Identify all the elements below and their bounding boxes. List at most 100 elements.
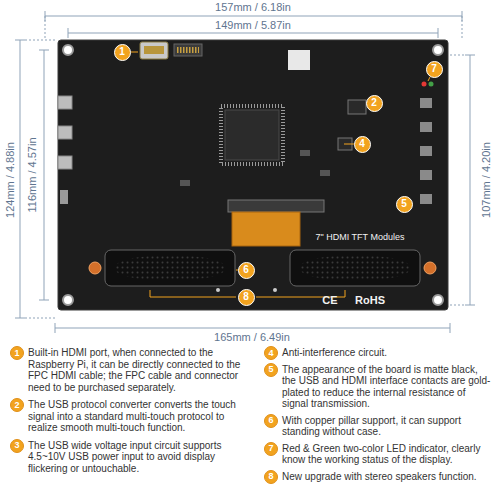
button	[420, 98, 432, 108]
pcb-board	[58, 40, 448, 310]
dimension-tick	[39, 50, 49, 51]
dimension-tick	[465, 55, 475, 56]
callout-number: 1	[10, 346, 24, 360]
callout-number: 6	[264, 414, 278, 428]
mounting-hole	[433, 45, 443, 55]
feature-description: Built-in HDMI port, when connected to th…	[28, 347, 248, 393]
dimension-tick	[68, 28, 69, 38]
callout-number-text: 5	[268, 365, 273, 374]
callout-number-text: 6	[268, 416, 273, 425]
callout-number-text: 2	[371, 98, 377, 108]
callout-number-text: 1	[119, 47, 125, 57]
button	[420, 194, 432, 204]
callout-number-text: 5	[401, 199, 407, 209]
hdmi-port	[140, 42, 168, 59]
smd-part	[300, 150, 310, 156]
fpc-contacts	[177, 47, 199, 53]
board-silkscreen: 7" HDMI TFT Modules	[316, 232, 405, 242]
callout-number-text: 2	[14, 401, 19, 410]
callout-number-text: 7	[431, 64, 437, 74]
feature-description: Anti-interference circuit.	[282, 347, 492, 359]
callout-number: 8	[238, 289, 255, 306]
speaker	[105, 250, 235, 286]
dimension-label: 157mm / 6.18in	[213, 1, 293, 13]
callout-number-text: 6	[243, 265, 249, 275]
feature-description: New upgrade with stereo speakers functio…	[282, 471, 492, 483]
callout-number: 3	[10, 439, 24, 453]
button	[420, 170, 432, 180]
sticker	[288, 50, 310, 70]
copper-pillar	[424, 262, 436, 274]
dimension-label: 124mm / 4.88in	[4, 140, 16, 220]
dimension-tick	[55, 323, 56, 333]
callout-number: 4	[264, 346, 278, 360]
chip-pins	[221, 106, 283, 164]
dimension-tick	[15, 40, 25, 41]
dimension-tick	[39, 300, 49, 301]
feature-description: The appearance of the board is matte bla…	[282, 364, 492, 410]
callout-number: 7	[426, 61, 443, 78]
rohs-mark: RoHS	[355, 294, 385, 306]
callout-number: 5	[396, 196, 413, 213]
feature-description: The USB wide voltage input circuit suppo…	[28, 440, 248, 475]
callout-number-text: 8	[243, 292, 249, 302]
callout-number: 5	[264, 363, 278, 377]
speaker-grille	[299, 255, 411, 281]
mounting-hole	[433, 295, 443, 305]
main-chip	[225, 110, 279, 160]
leader-line	[428, 77, 430, 81]
dimension-tick	[15, 318, 25, 319]
feature-description: Red & Green two-color LED indicator, cle…	[282, 443, 492, 466]
dimension-label: 165mm / 6.49in	[212, 331, 292, 343]
callout-number-text: 4	[359, 139, 365, 149]
callout-number: 7	[264, 442, 278, 456]
callout-number: 2	[10, 398, 24, 412]
mounting-hole	[63, 45, 73, 55]
smd-part	[320, 170, 330, 176]
speaker-wire	[216, 288, 220, 292]
extension-line	[450, 305, 465, 306]
mounting-hole	[63, 295, 73, 305]
mounting-holes	[63, 45, 443, 305]
dimension-label: 149mm / 5.87in	[213, 19, 293, 31]
fpc-connector	[174, 44, 202, 56]
copper-pillar	[89, 262, 101, 274]
feature-description: The USB protocol converter converts the …	[28, 399, 248, 434]
leader-line	[344, 144, 354, 145]
callout-number-text: 1	[14, 349, 19, 358]
callout-number-text: 8	[268, 472, 273, 481]
ce-mark: CE	[322, 294, 337, 306]
feature-description: With copper pillar support, it can suppo…	[282, 415, 492, 438]
speaker-wire	[273, 288, 277, 292]
button	[420, 122, 432, 132]
dimension-label: 116mm / 4.57in	[26, 135, 38, 214]
callout-number: 6	[238, 262, 255, 279]
extension-line	[450, 55, 465, 56]
micro-usb-port	[58, 156, 72, 169]
extension-line	[45, 16, 46, 38]
dimension-line	[20, 40, 21, 318]
callout-number: 2	[366, 95, 383, 112]
extension-line	[462, 16, 463, 38]
speaker-grille	[114, 255, 226, 281]
extension-line	[25, 40, 56, 41]
dimension-tick	[465, 305, 475, 306]
green-led	[429, 82, 434, 87]
fpc-cable	[232, 212, 300, 246]
lcd-connector	[228, 200, 324, 212]
dimension-tick	[438, 28, 439, 38]
dimension-lines	[15, 11, 475, 333]
callout-number: 8	[264, 470, 278, 484]
callout-number-text: 7	[268, 444, 273, 453]
callout-number: 4	[354, 136, 371, 153]
red-led	[422, 82, 427, 87]
leader-line	[131, 52, 138, 53]
dimension-line	[45, 16, 462, 17]
hdmi-contacts	[144, 46, 164, 54]
dimension-tick	[450, 323, 451, 333]
dimension-line	[470, 55, 471, 305]
leader-lines	[131, 52, 430, 297]
dimension-label: 107mm / 4.20in	[480, 140, 492, 220]
speaker	[290, 250, 420, 286]
